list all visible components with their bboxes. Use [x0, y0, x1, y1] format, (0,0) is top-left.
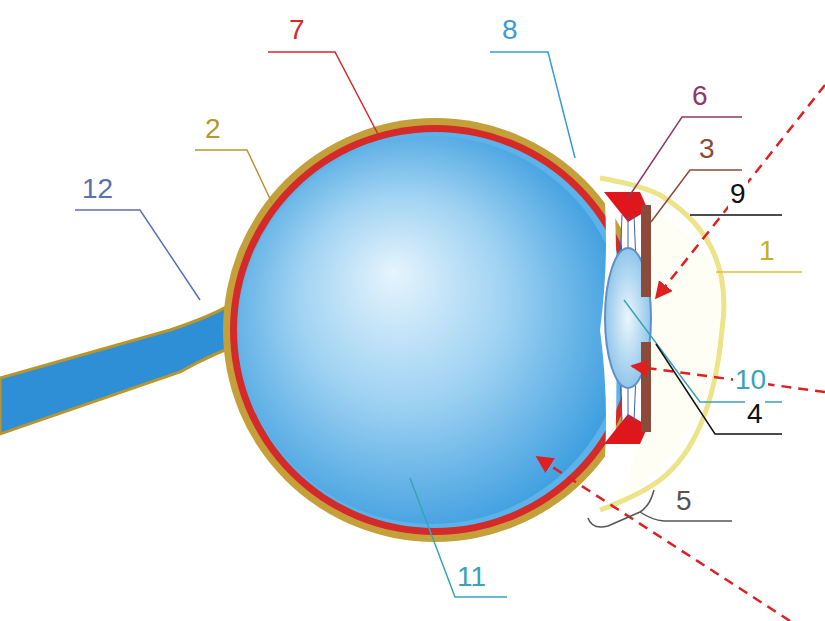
leader-line	[410, 478, 507, 597]
leader-line	[690, 214, 782, 216]
light-ray	[632, 366, 825, 392]
leader-line	[195, 150, 272, 203]
leader-line	[75, 210, 200, 300]
callout-number: 1	[757, 235, 777, 267]
leader-lines	[75, 52, 802, 597]
iris	[641, 205, 651, 297]
leader-line	[490, 52, 575, 158]
callout-number: 8	[500, 14, 520, 46]
bracket	[588, 490, 732, 527]
light-rays	[537, 85, 825, 621]
callout-number: 5	[674, 485, 694, 517]
callout-number: 2	[203, 113, 223, 145]
light-ray	[537, 457, 790, 621]
retina	[237, 132, 622, 528]
vitreous-body	[238, 136, 607, 524]
leader-line	[624, 300, 782, 402]
callout-number: 6	[690, 80, 710, 112]
callout-number: 7	[287, 14, 307, 46]
cornea	[600, 178, 724, 510]
iris	[641, 342, 651, 432]
leader-line	[268, 52, 380, 138]
sclera	[223, 118, 622, 542]
choroid	[230, 125, 622, 535]
leader-line	[628, 117, 742, 198]
optic-nerve	[0, 292, 252, 434]
globe-back	[223, 118, 622, 542]
callout-number: 4	[745, 398, 765, 430]
leader-line	[716, 271, 802, 273]
callout-number: 10	[733, 364, 768, 396]
callout-number: 3	[697, 133, 717, 165]
callout-number: 11	[455, 561, 488, 593]
callout-number: 9	[728, 178, 748, 210]
callout-number: 12	[80, 173, 115, 205]
vitreous-group	[238, 136, 607, 524]
leader-line	[656, 344, 782, 434]
